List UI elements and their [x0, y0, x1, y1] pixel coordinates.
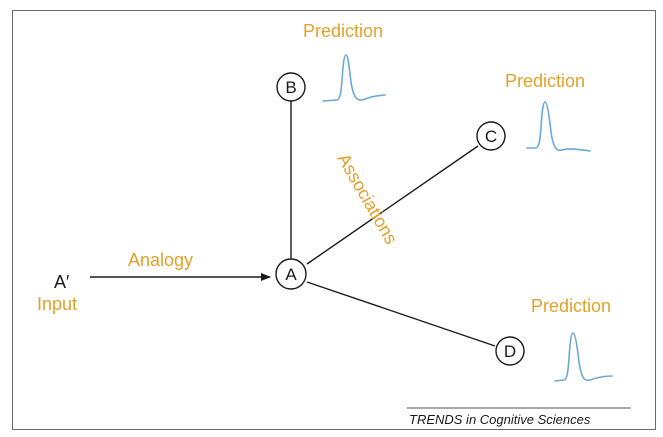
prediction-label-d: Prediction — [531, 296, 611, 316]
node-a: A — [275, 258, 307, 290]
node-d: D — [495, 336, 525, 366]
node-a-label: A — [285, 265, 297, 284]
associations-label: Associations — [334, 150, 402, 248]
edge-a-d — [306, 281, 496, 347]
prediction-label-b: Prediction — [303, 21, 383, 41]
input-label: Input — [37, 294, 77, 314]
node-d-label: D — [504, 342, 516, 361]
prediction-waveform-b — [322, 54, 386, 102]
analogy-label: Analogy — [128, 250, 193, 270]
node-c: C — [476, 121, 506, 151]
node-c-label: C — [485, 127, 497, 146]
node-b: B — [276, 72, 306, 102]
prediction-waveform-c — [526, 101, 591, 152]
node-b-label: B — [285, 78, 296, 97]
input-symbol: A′ — [54, 272, 70, 292]
prediction-waveform-d — [554, 332, 613, 382]
journal-credit: TRENDS in Cognitive Sciences — [409, 412, 591, 427]
figure-frame — [12, 10, 656, 430]
prediction-label-c: Prediction — [505, 71, 585, 91]
edge-a-c — [306, 145, 479, 265]
